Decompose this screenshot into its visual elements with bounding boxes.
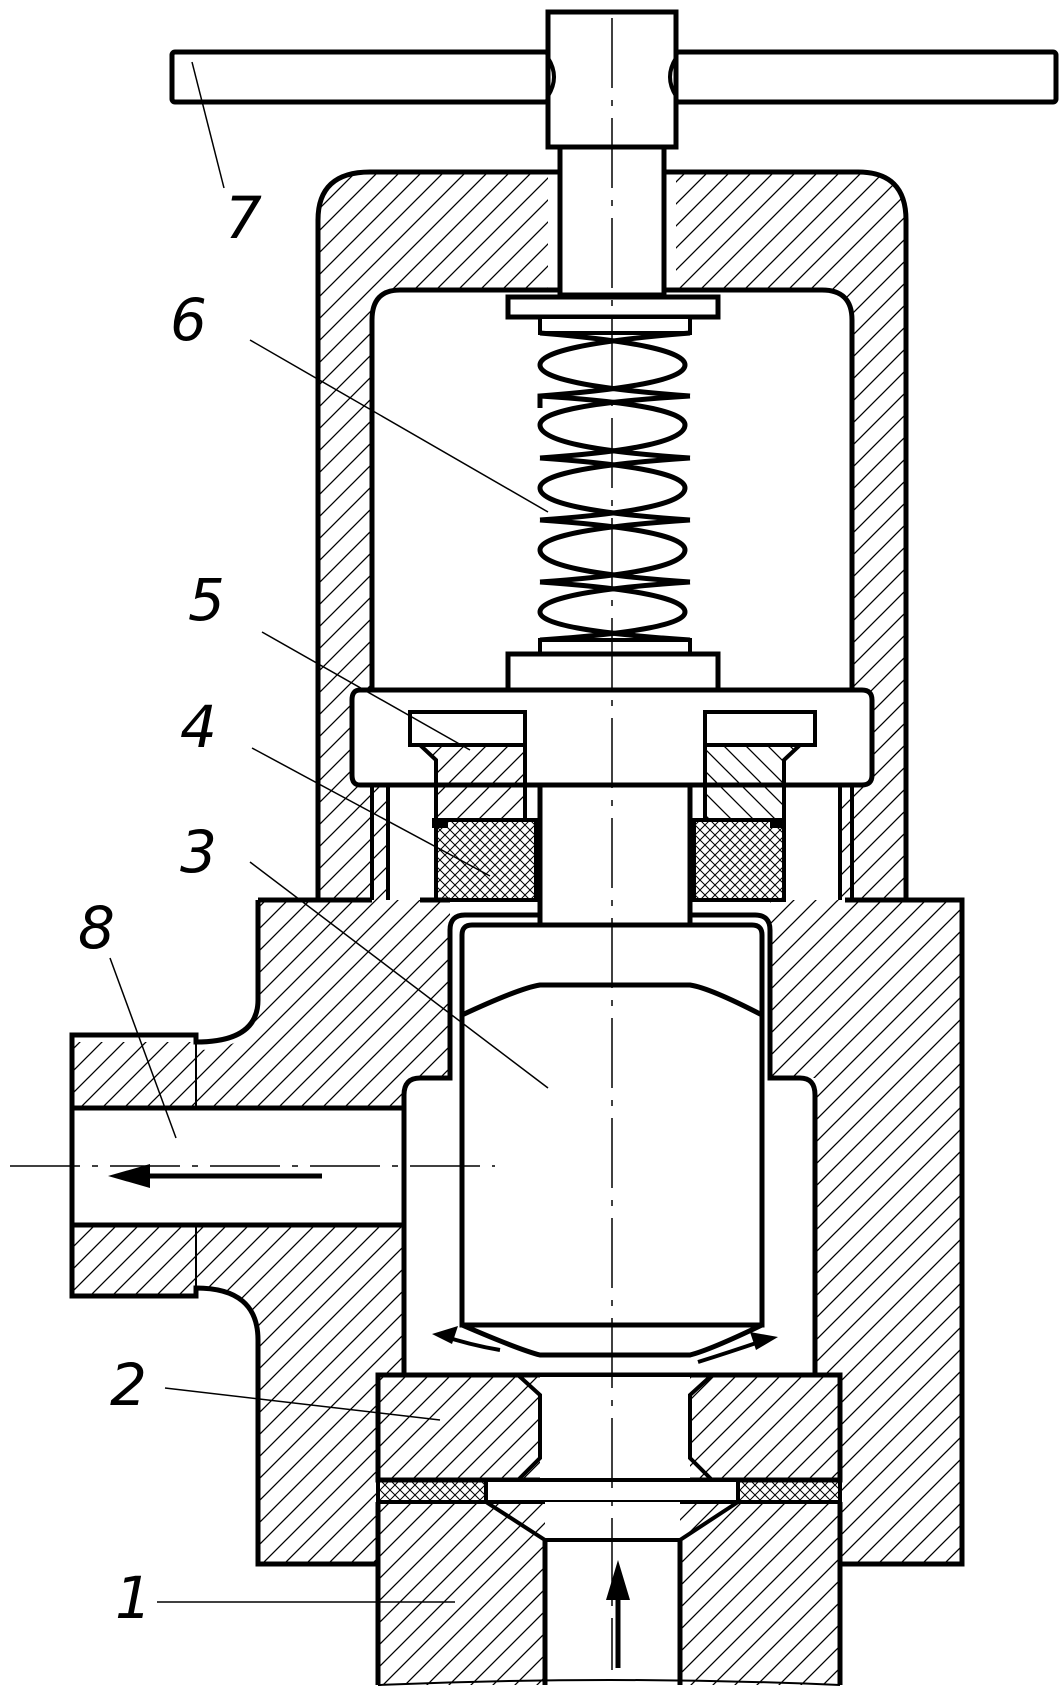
label-3: 3: [180, 818, 217, 886]
label-8: 8: [78, 894, 115, 962]
flow-arrows: [108, 1164, 778, 1668]
label-2: 2: [110, 1351, 147, 1419]
handle: [169, 9, 1059, 150]
label-7: 7: [225, 184, 262, 252]
valve-seat: [375, 1372, 843, 1504]
label-6: 6: [170, 286, 207, 354]
spring: [505, 294, 721, 693]
bonnet: [315, 169, 909, 900]
packing: [432, 818, 786, 902]
center-lines: [10, 18, 613, 1670]
label-1: 1: [115, 1564, 152, 1632]
leader-lines: [109, 61, 549, 1603]
gland-nut: [349, 687, 875, 822]
label-4: 4: [180, 693, 217, 761]
part-labels: 1 2 3 4 5 6 7 8: [78, 184, 262, 1632]
label-5: 5: [188, 566, 225, 634]
